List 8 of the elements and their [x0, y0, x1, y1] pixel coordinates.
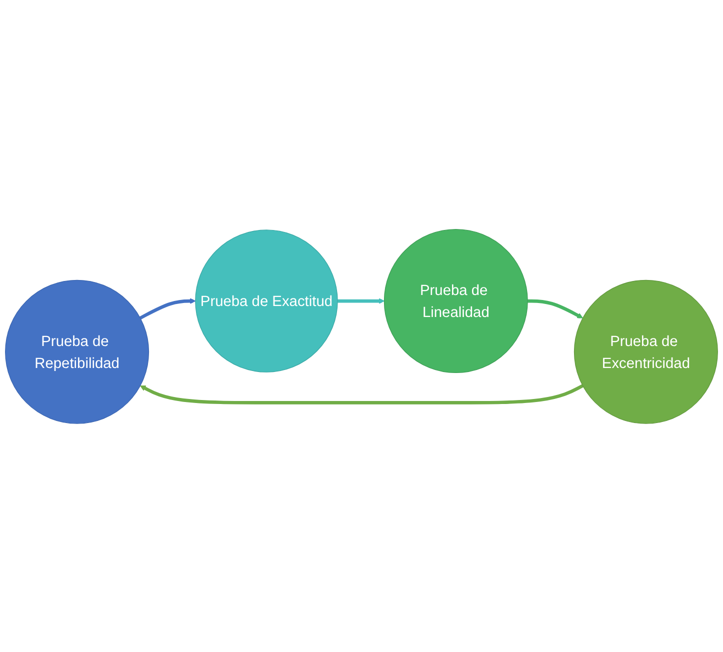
arrow	[528, 298, 584, 318]
node-circle: Prueba de Exactitud	[195, 229, 338, 372]
arrow	[140, 384, 584, 404]
node-circle: Prueba de Repetibilidad	[5, 279, 150, 424]
node-circle: Prueba de Linealidad	[384, 228, 528, 373]
node-circle: Prueba de Excentricidad	[574, 279, 718, 424]
arrow	[139, 298, 196, 320]
arrow	[338, 298, 384, 304]
